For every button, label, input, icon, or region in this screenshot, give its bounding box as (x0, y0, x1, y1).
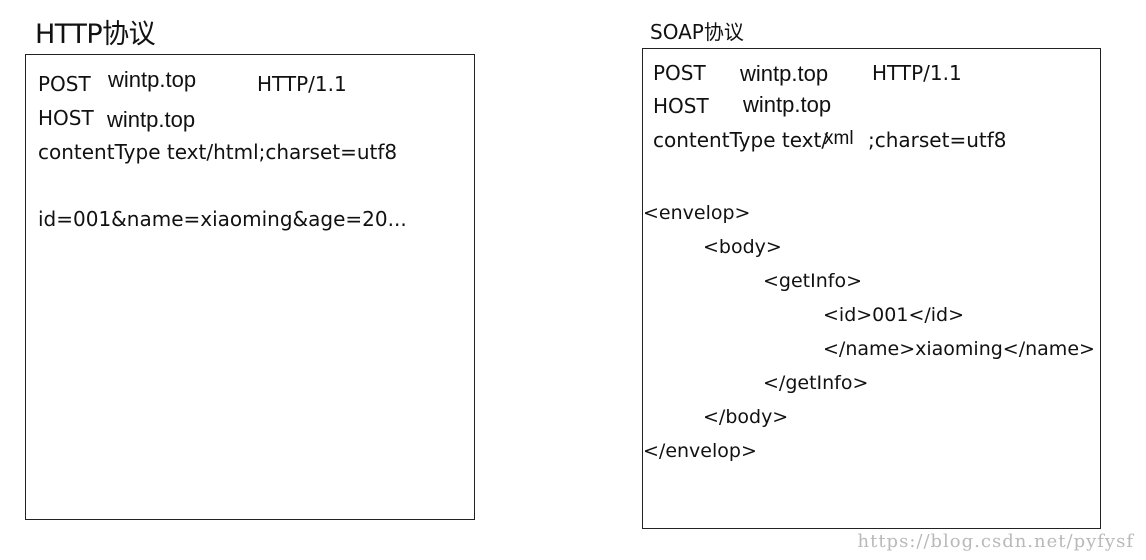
xml-line-body-open: <body> (703, 236, 782, 258)
soap-content-type-suffix: ;charset=utf8 (868, 128, 1007, 152)
soap-post-host: wintp.top (740, 61, 829, 86)
http-request-box (25, 54, 475, 520)
soap-post-label: POST (653, 61, 706, 85)
http-host-value: wintp.top (107, 107, 196, 132)
http-body: id=001&name=xiaoming&age=20... (38, 207, 407, 231)
xml-line-body-close: </body> (703, 406, 789, 428)
http-protocol: HTTP/1.1 (257, 72, 347, 96)
soap-host-value: wintp.top (743, 92, 832, 117)
http-post-label: POST (38, 72, 91, 96)
soap-protocol: HTTP/1.1 (872, 61, 962, 85)
xml-line-name: </name>xiaoming</name> (823, 338, 1095, 360)
xml-line-envelop-close: </envelop> (643, 440, 757, 462)
http-post-host: wintp.top (108, 67, 197, 92)
soap-content-type-hand: xml (824, 128, 854, 149)
xml-line-id: <id>001</id> (823, 304, 965, 326)
xml-line-envelop-open: <envelop> (643, 202, 751, 224)
http-host-label: HOST (38, 106, 94, 130)
soap-host-label: HOST (653, 94, 709, 118)
soap-content-type-prefix: contentType text/ (653, 128, 829, 152)
http-title: HTTP协议 (35, 19, 156, 50)
soap-request-box (642, 48, 1101, 529)
xml-line-getinfo-close: </getInfo> (763, 372, 869, 394)
soap-title: SOAP协议 (650, 20, 744, 44)
watermark: https://blog.csdn.net/pyfysf (857, 531, 1134, 552)
http-content-type: contentType text/html;charset=utf8 (38, 140, 398, 164)
xml-line-getinfo-open: <getInfo> (763, 270, 862, 292)
